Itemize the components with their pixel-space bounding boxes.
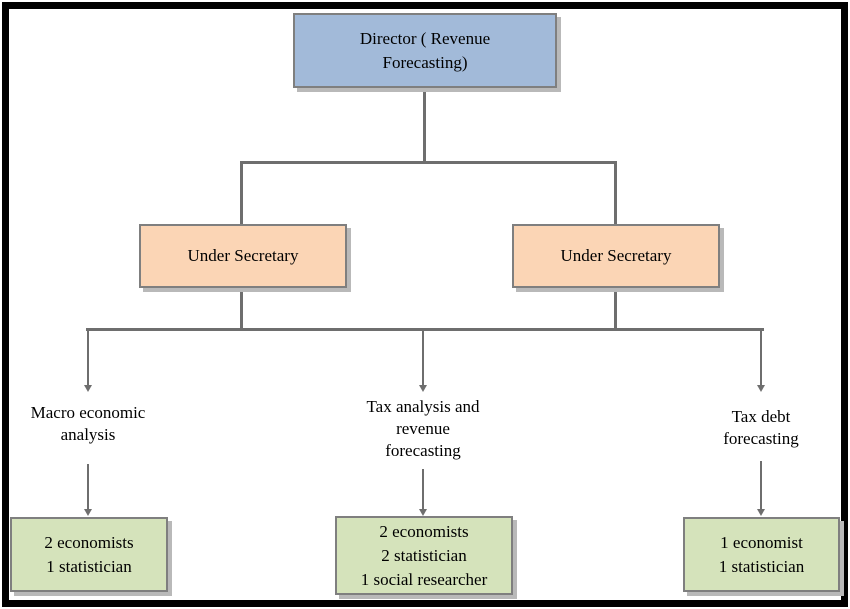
arrow-down-icon xyxy=(419,385,427,392)
team-staff-line: 2 economists xyxy=(44,532,134,552)
under-secretary-right-node: Under Secretary xyxy=(512,224,720,288)
arrow-line-fn-mid xyxy=(422,331,424,385)
arrow-line-team-mid xyxy=(422,469,424,509)
team-node-tax-debt: 1 economist 1 statistician xyxy=(683,517,840,592)
director-title-line: Director ( Revenue xyxy=(359,28,491,48)
connector-usl-stem xyxy=(240,288,243,331)
connector-us-left-drop xyxy=(240,161,243,224)
function-label-tax-analysis-revenue-forecasting: Tax analysis and revenue forecasting xyxy=(338,396,508,462)
function-label-tax-debt-forecasting: Tax debt forecasting xyxy=(676,406,846,450)
connector-director-stem xyxy=(423,88,426,163)
team-staff-line: 1 statistician xyxy=(718,556,805,576)
arrow-down-icon xyxy=(84,385,92,392)
under-secretary-left-node: Under Secretary xyxy=(139,224,347,288)
function-label-line: Tax debt xyxy=(731,407,791,426)
function-label-macro-economic-analysis: Macro economic analysis xyxy=(3,402,173,446)
connector-top-rail xyxy=(240,161,617,164)
team-staff-line: 1 statistician xyxy=(46,556,132,576)
function-label-line: forecasting xyxy=(723,429,799,448)
under-secretary-label: Under Secretary xyxy=(187,246,299,265)
arrow-down-icon xyxy=(757,385,765,392)
arrow-line-fn-right xyxy=(760,331,762,385)
team-staff-line: 1 economist xyxy=(720,532,803,552)
team-staff-line: 1 social researcher xyxy=(360,569,488,589)
team-node-tax-analysis: 2 economists 2 statistician 1 social res… xyxy=(335,516,513,595)
connector-usr-stem xyxy=(614,288,617,331)
function-label-line: Macro economic xyxy=(30,403,146,422)
under-secretary-label: Under Secretary xyxy=(560,246,672,265)
function-label-line: Tax analysis and xyxy=(366,397,480,416)
director-title-line: Forecasting) xyxy=(382,52,468,72)
director-node: Director ( Revenue Forecasting) xyxy=(293,13,557,88)
team-node-macro: 2 economists 1 statistician xyxy=(10,517,168,592)
arrow-line-fn-left xyxy=(87,331,89,385)
arrow-line-team-right xyxy=(760,461,762,509)
function-label-line: revenue xyxy=(396,419,450,438)
function-label-line: forecasting xyxy=(385,441,461,460)
arrow-down-icon xyxy=(419,509,427,516)
connector-bottom-rail xyxy=(86,328,764,331)
function-label-line: analysis xyxy=(60,425,116,444)
arrow-line-team-left xyxy=(87,464,89,509)
team-staff-line: 2 statistician xyxy=(381,545,467,565)
arrow-down-icon xyxy=(757,509,765,516)
team-staff-line: 2 economists xyxy=(379,521,469,541)
arrow-down-icon xyxy=(84,509,92,516)
connector-us-right-drop xyxy=(614,161,617,224)
